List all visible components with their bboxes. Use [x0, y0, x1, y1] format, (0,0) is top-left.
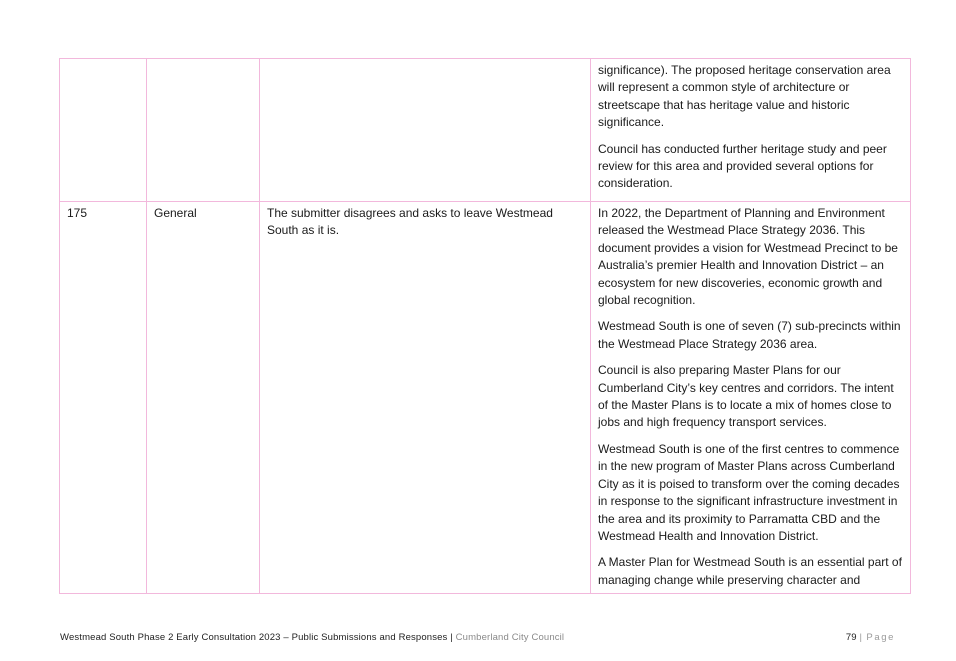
page-number: 79 — [845, 632, 857, 643]
page-separator: | — [859, 632, 864, 643]
response-cell: significance). The proposed heritage con… — [590, 58, 911, 202]
response-paragraph: Council has conducted further heritage s… — [598, 141, 887, 191]
table-row-175: 175 General The submitter disagrees and … — [59, 200, 911, 595]
response-paragraph: Westmead South is one of seven (7) sub-p… — [598, 319, 901, 351]
response-paragraph: significance). The proposed heritage con… — [598, 63, 891, 130]
response-paragraph: Westmead South is one of the first centr… — [598, 441, 900, 543]
response-cell: In 2022, the Department of Planning and … — [590, 200, 911, 595]
submission-id-cell — [59, 58, 147, 202]
page-number-block: 79 | Page — [846, 632, 895, 644]
submission-text-cell: The submitter disagrees and asks to leav… — [259, 200, 591, 595]
footer-document-title: Westmead South Phase 2 Early Consultatio… — [60, 632, 448, 643]
submissions-table: significance). The proposed heritage con… — [59, 58, 911, 595]
response-paragraph: A Master Plan for Westmead South is an e… — [598, 555, 902, 587]
category-cell: General — [146, 200, 260, 595]
submission-id-cell: 175 — [59, 200, 147, 595]
table-row-continued: significance). The proposed heritage con… — [59, 58, 911, 202]
footer-council-name: Cumberland City Council — [455, 632, 565, 643]
response-paragraph: Council is also preparing Master Plans f… — [598, 363, 894, 430]
submission-text-cell — [259, 58, 591, 202]
category-cell — [146, 58, 260, 202]
page-footer: Westmead South Phase 2 Early Consultatio… — [60, 632, 895, 644]
response-paragraph: In 2022, the Department of Planning and … — [598, 206, 898, 308]
page-label: Page — [866, 632, 895, 643]
footer-separator: | — [450, 632, 453, 643]
